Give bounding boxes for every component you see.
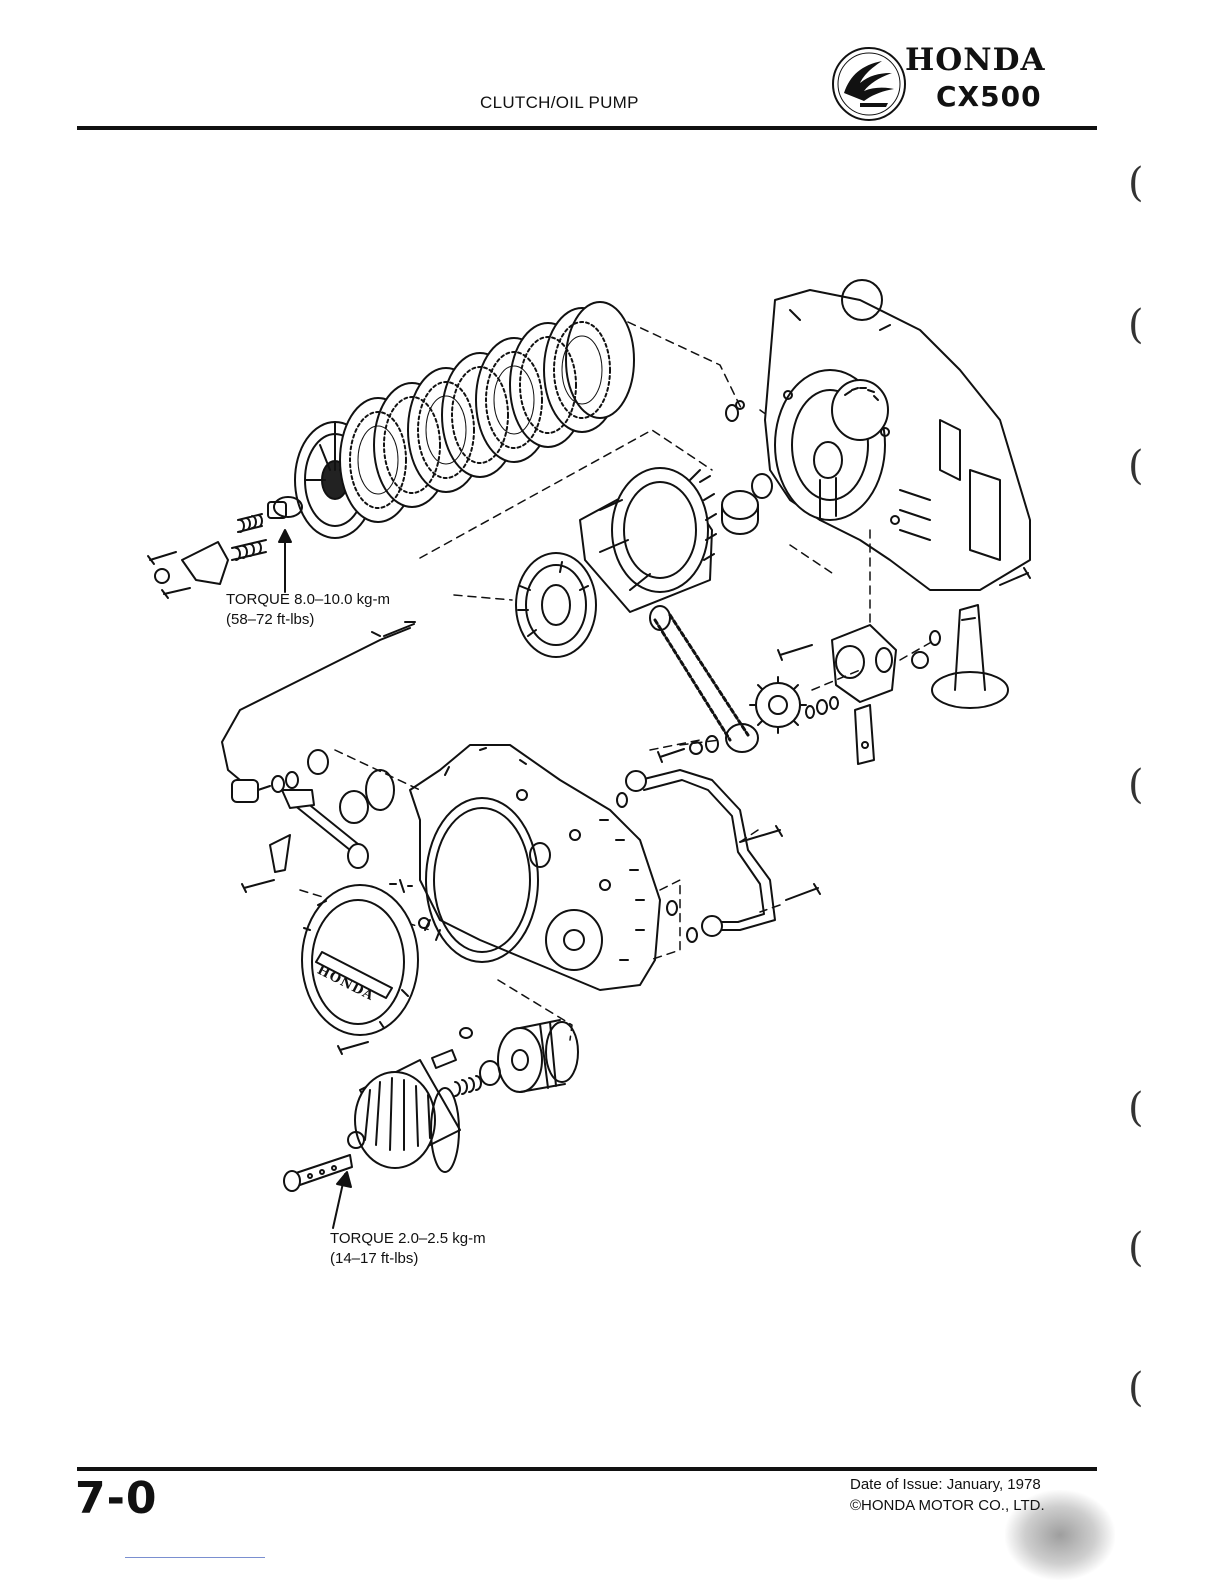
pump-mounting-bolts xyxy=(658,736,718,762)
clutch-plate-stack xyxy=(295,302,634,538)
torque-value-imperial: (14–17 ft-lbs) xyxy=(330,1249,486,1269)
torque-value-imperial: (58–72 ft-lbs) xyxy=(226,610,390,630)
neutral-switch-wire xyxy=(222,622,415,802)
scan-smudge xyxy=(1005,1490,1115,1580)
clutch-cover-with-emblem xyxy=(302,885,418,1035)
oil-filter-element xyxy=(498,1020,578,1092)
footer-rule xyxy=(77,1467,1097,1471)
crankcase xyxy=(765,280,1030,590)
oil-filter-rotor xyxy=(355,1060,460,1172)
torque-value: TORQUE 2.0–2.5 kg-m xyxy=(330,1229,486,1249)
clutch-spring-set xyxy=(148,497,302,598)
scan-artifact-line xyxy=(125,1557,265,1558)
right-crankcase-cover xyxy=(410,745,660,990)
oil-pump xyxy=(778,625,940,764)
cam-chain xyxy=(650,606,758,752)
clutch-outer-housing xyxy=(580,468,716,612)
torque-callout-clutch: TORQUE 8.0–10.0 kg-m (58–72 ft-lbs) xyxy=(226,590,390,630)
clutch-center-hub xyxy=(516,553,596,657)
torque-callout-filter-bolt: TORQUE 2.0–2.5 kg-m (14–17 ft-lbs) xyxy=(330,1229,486,1269)
torque-value: TORQUE 8.0–10.0 kg-m xyxy=(226,590,390,610)
oil-pump-sprocket xyxy=(750,677,806,733)
page-number: 7-0 xyxy=(75,1473,158,1524)
